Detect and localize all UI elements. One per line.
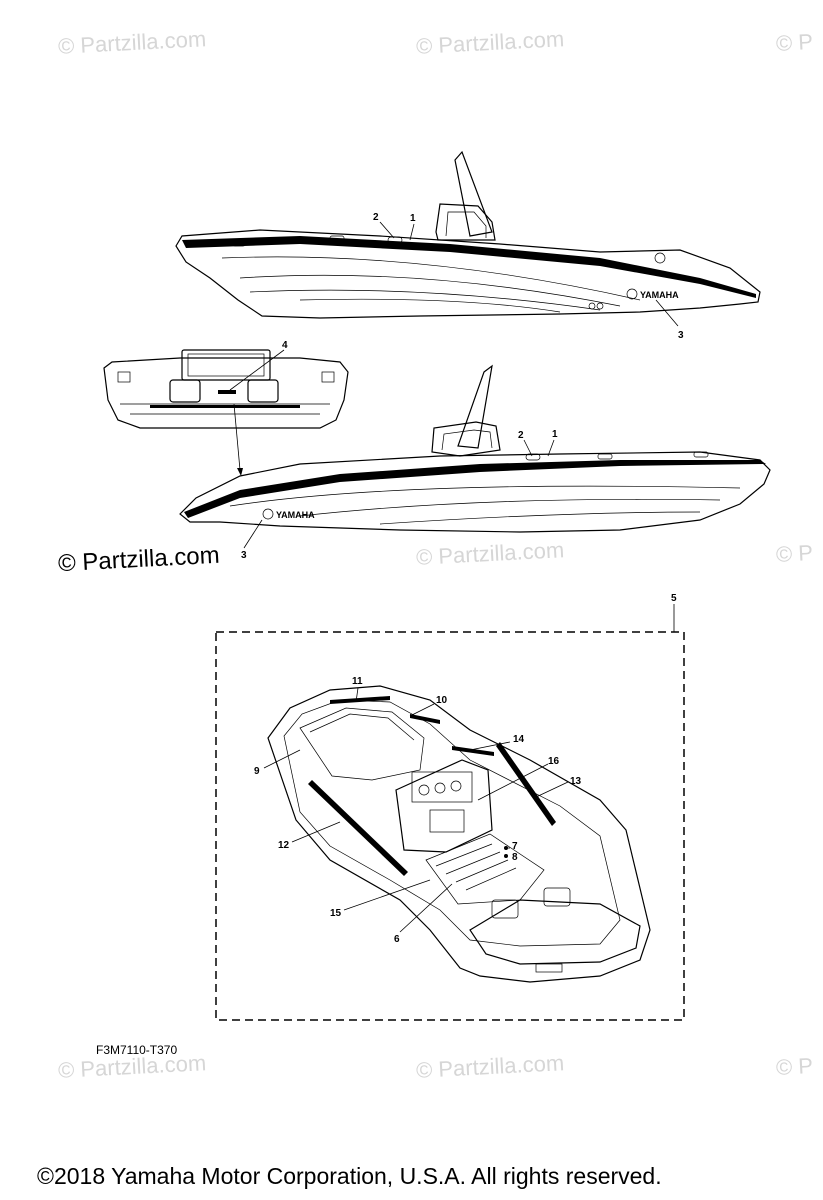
diagram-code: F3M7110-T370 (96, 1043, 178, 1057)
callout-1: 1 (552, 429, 558, 440)
side-trim-stripe (308, 780, 408, 876)
callout-13: 13 (570, 776, 582, 787)
hull-outline (179, 451, 771, 533)
yamaha-logo: YAMAHA (640, 290, 679, 300)
t-top (457, 364, 493, 449)
callout-5: 5 (671, 593, 677, 604)
callout-16: 16 (548, 756, 560, 767)
callout-9: 9 (254, 766, 260, 777)
callout-4: 4 (282, 340, 288, 351)
transom-view: 4 (103, 340, 349, 476)
boat-side-view-port: YAMAHA 2 1 3 (179, 364, 771, 561)
decal-4-location (218, 390, 236, 394)
hull-stripe (182, 236, 756, 298)
t-top (454, 150, 493, 237)
kit-boundary (215, 631, 685, 1021)
callout-1: 1 (410, 213, 416, 224)
decal-2-location (525, 453, 541, 461)
callout-11: 11 (352, 676, 363, 687)
side-trim-stripe (496, 742, 556, 826)
callout-7: 7 (512, 841, 518, 852)
callout-3: 3 (241, 550, 247, 561)
callout-15: 15 (330, 908, 342, 919)
decal-kit-box: 5 (215, 593, 685, 1021)
transom-outline (103, 357, 349, 429)
bow-stripe (330, 696, 390, 704)
callout-6: 6 (394, 934, 400, 945)
yamaha-emblem (626, 288, 638, 300)
callout-10: 10 (436, 695, 448, 706)
boat-side-view-starboard: YAMAHA 2 1 3 (175, 150, 761, 341)
hull-top-view (267, 685, 651, 983)
copyright-notice: ©2018 Yamaha Motor Corporation, U.S.A. A… (37, 1163, 662, 1189)
callout-3: 3 (678, 330, 684, 341)
callout-2: 2 (518, 430, 524, 441)
yamaha-emblem (262, 508, 274, 520)
callout-2: 2 (373, 212, 379, 223)
windshield (431, 421, 501, 457)
yamaha-logo: YAMAHA (276, 510, 315, 520)
callout-12: 12 (278, 840, 290, 851)
hull-stripe (184, 460, 766, 518)
center-console (395, 759, 493, 853)
callout-8: 8 (512, 852, 518, 863)
callout-14: 14 (513, 734, 525, 745)
decal-2-location (387, 236, 403, 244)
hull-outline (175, 229, 761, 319)
